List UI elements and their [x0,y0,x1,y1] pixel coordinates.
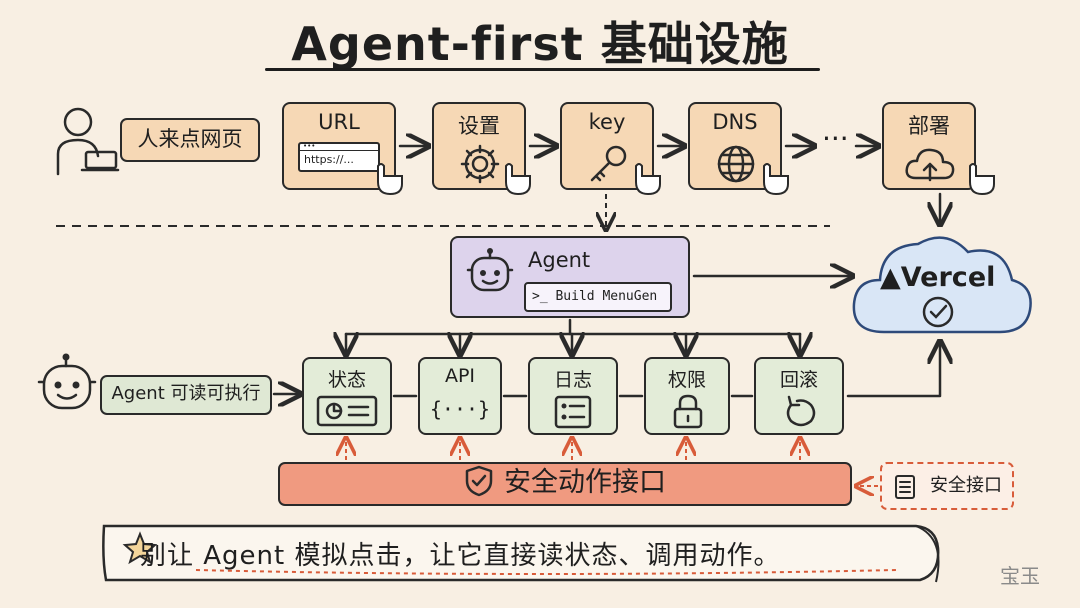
step-key[interactable]: key [560,102,654,190]
shield-check-icon [465,465,493,497]
robot-icon [466,248,514,292]
capability-permissions[interactable]: 权限 [644,357,730,435]
agent-box[interactable]: Agent >_ Build MenuGen [450,236,690,318]
step-dns-label: DNS [712,110,758,134]
command-chip[interactable]: >_ Build MenuGen [524,282,672,312]
robot-label: Agent 可读可执行 [100,375,272,415]
step-deploy[interactable]: 部署 [882,102,976,190]
capability-logs-label: 日志 [553,369,592,391]
step-url-label: URL [318,110,360,134]
step-settings-label: 设置 [458,114,500,138]
person-icon [52,104,122,176]
step-dns[interactable]: DNS [688,102,782,190]
capability-permissions-label: 权限 [667,369,706,391]
agent-label: Agent [528,248,591,272]
globe-icon [717,145,755,183]
capability-rollback-label: 回滚 [779,369,818,391]
robot-face-icon [36,352,100,424]
capability-api[interactable]: API {···} [418,357,502,435]
vercel-cloud[interactable] [846,224,1036,346]
undo-icon [786,395,816,427]
key-icon [590,145,627,182]
capability-rollback[interactable]: 回滚 [754,357,844,435]
url-text: https://... [304,153,354,166]
checklist-icon [895,475,915,499]
side-safe-interface[interactable]: 安全接口 [880,462,1014,510]
gear-icon [460,144,500,184]
safe-action-interface-bar[interactable]: 安全动作接口 [278,462,852,506]
braces-icon: {···} [429,397,491,421]
capability-status[interactable]: 状态 [302,357,392,435]
list-icon [554,395,592,429]
cloud-upload-icon [905,148,955,182]
title-underline [265,68,820,71]
browser-icon: ••• https://... [298,142,380,172]
banner-text: 别让 Agent 模拟点击，让它直接读状态、调用动作。 [140,541,781,571]
bottom-banner [102,524,940,583]
capability-status-label: 状态 [327,369,366,391]
step-settings[interactable]: 设置 [432,102,526,190]
capability-logs[interactable]: 日志 [528,357,618,435]
human-label: 人来点网页 [120,118,260,162]
watermark: 宝玉 [1000,564,1040,588]
capability-api-label: API [444,365,476,387]
safe-action-label: 安全动作接口 [504,467,666,498]
ellipsis: ··· [822,122,849,155]
step-deploy-label: 部署 [908,114,950,138]
page-title: Agent-first 基础设施 [291,17,789,71]
step-key-label: key [588,110,626,134]
side-safe-interface-label: 安全接口 [930,475,1002,496]
dashboard-icon [316,395,378,427]
lock-icon [673,394,703,429]
step-url[interactable]: URL ••• https://... [282,102,396,190]
vercel-label: ▲Vercel [880,262,996,293]
